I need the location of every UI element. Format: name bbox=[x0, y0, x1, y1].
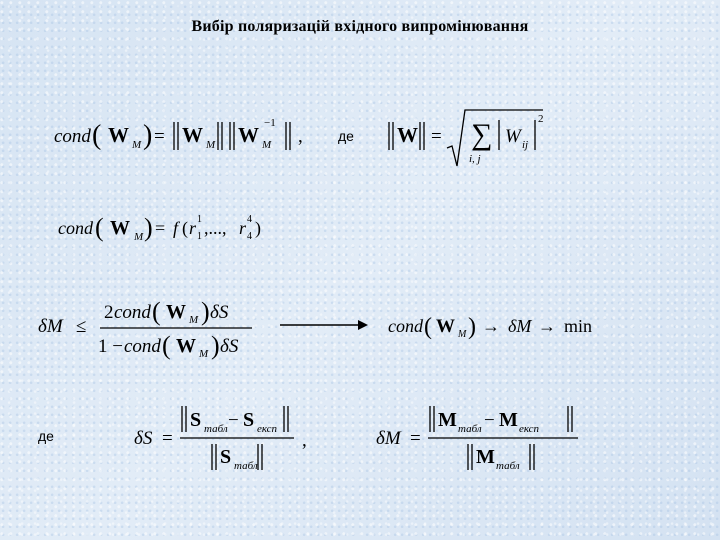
svg-text:4: 4 bbox=[247, 231, 252, 242]
svg-text:(: ( bbox=[424, 314, 432, 340]
svg-text:(: ( bbox=[95, 213, 104, 242]
svg-text:cond: cond bbox=[114, 302, 151, 323]
svg-text:δM: δM bbox=[376, 428, 402, 449]
svg-text:W: W bbox=[238, 123, 259, 147]
svg-text:M: M bbox=[198, 348, 209, 360]
formula-cond-function: cond ( W M ) = f ( r 1 1 ,..., r 4 4 ) bbox=[58, 213, 261, 243]
sum-indices: i, j bbox=[469, 153, 481, 165]
svg-text:W: W bbox=[110, 217, 130, 239]
svg-text:W: W bbox=[505, 126, 523, 147]
svg-text:,: , bbox=[298, 126, 303, 147]
svg-text:M: M bbox=[261, 139, 272, 151]
cond-label: cond bbox=[54, 126, 91, 147]
svg-text:W: W bbox=[436, 316, 455, 337]
svg-text:−: − bbox=[228, 410, 239, 431]
slide-title: Вибір поляризацій вхідного випромінюванн… bbox=[191, 18, 529, 35]
inverse-exponent: −1 bbox=[264, 117, 276, 129]
svg-text:): ) bbox=[255, 218, 261, 239]
svg-text:→: → bbox=[538, 316, 556, 336]
svg-text:): ) bbox=[143, 120, 152, 151]
svg-text:ij: ij bbox=[522, 139, 528, 151]
svg-text:): ) bbox=[468, 314, 476, 340]
svg-text:(: ( bbox=[92, 120, 101, 151]
svg-text:M: M bbox=[457, 329, 467, 340]
svg-text:M: M bbox=[476, 446, 495, 468]
svg-text:(: ( bbox=[162, 331, 171, 360]
svg-text:1 −: 1 − bbox=[98, 336, 123, 357]
implication-arrow bbox=[280, 320, 368, 330]
svg-text:4: 4 bbox=[247, 214, 252, 225]
svg-text:r: r bbox=[189, 218, 197, 238]
svg-text:M: M bbox=[205, 139, 216, 151]
svg-text:cond: cond bbox=[124, 336, 161, 357]
svg-text:δM: δM bbox=[508, 316, 532, 336]
formula-cond-definition: cond ( W M ) = W M W M −1 , bbox=[54, 117, 303, 151]
svg-text:): ) bbox=[211, 331, 220, 360]
svg-text:δS: δS bbox=[220, 336, 239, 357]
connector-de-2: де bbox=[38, 428, 54, 444]
svg-text:=: = bbox=[155, 218, 165, 238]
svg-text:=: = bbox=[162, 428, 173, 449]
svg-text:M: M bbox=[499, 409, 518, 431]
svg-text:cond: cond bbox=[388, 316, 424, 336]
svg-text:=: = bbox=[431, 126, 442, 147]
svg-text:W: W bbox=[166, 301, 186, 323]
formula-norm-definition: W = ∑ i, j W ij 2 bbox=[388, 109, 544, 167]
formula-deltaM-bound: δM ≤ 2 cond ( W M ) δS 1 − cond ( W M ) … bbox=[38, 297, 252, 360]
svg-text:експ: експ bbox=[519, 423, 539, 435]
svg-text:=: = bbox=[154, 126, 165, 147]
svg-text:M: M bbox=[133, 231, 144, 243]
svg-text:1: 1 bbox=[197, 214, 202, 225]
svg-text:f: f bbox=[173, 218, 181, 238]
svg-text:): ) bbox=[201, 297, 210, 326]
svg-text:−: − bbox=[484, 410, 495, 431]
svg-text:M: M bbox=[438, 409, 457, 431]
svg-text:S: S bbox=[190, 409, 201, 431]
connector-de-1: де bbox=[338, 128, 354, 144]
svg-text:,: , bbox=[302, 430, 307, 451]
svg-text:,...,: ,..., bbox=[204, 218, 227, 238]
matrix-w: W bbox=[108, 123, 129, 147]
svg-text:табл: табл bbox=[204, 423, 228, 435]
formula-minimization: cond ( W M ) → δM → min bbox=[388, 314, 592, 340]
svg-text:табл: табл bbox=[458, 423, 482, 435]
svg-text:S: S bbox=[220, 446, 231, 468]
formula-deltaS-definition: δS = S табл − S експ S табл , bbox=[134, 406, 307, 472]
svg-text:S: S bbox=[243, 409, 254, 431]
svg-text:min: min bbox=[564, 316, 592, 336]
svg-text:): ) bbox=[144, 213, 153, 242]
svg-text:1: 1 bbox=[197, 231, 202, 242]
svg-text:=: = bbox=[410, 428, 421, 449]
svg-text:табл: табл bbox=[496, 460, 520, 472]
svg-text:W: W bbox=[397, 123, 418, 147]
svg-text:r: r bbox=[239, 218, 247, 238]
svg-text:(: ( bbox=[182, 218, 188, 239]
svg-text:табл: табл bbox=[234, 460, 258, 472]
svg-text:δM: δM bbox=[38, 316, 64, 337]
svg-text:δS: δS bbox=[134, 428, 153, 449]
svg-text:cond: cond bbox=[58, 218, 94, 238]
sub-m: M bbox=[131, 139, 142, 151]
svg-text:M: M bbox=[188, 314, 199, 326]
svg-text:W: W bbox=[182, 123, 203, 147]
svg-text:експ: експ bbox=[257, 423, 277, 435]
svg-text:≤: ≤ bbox=[76, 316, 86, 337]
svg-text:(: ( bbox=[152, 297, 161, 326]
svg-text:W: W bbox=[176, 335, 196, 357]
svg-text:δS: δS bbox=[210, 302, 229, 323]
svg-text:→: → bbox=[482, 316, 500, 336]
formula-deltaM-definition: δM = M табл − M експ M табл bbox=[376, 406, 578, 472]
svg-text:2: 2 bbox=[538, 113, 544, 125]
sum-sign: ∑ bbox=[471, 118, 492, 151]
svg-text:2: 2 bbox=[104, 302, 114, 323]
